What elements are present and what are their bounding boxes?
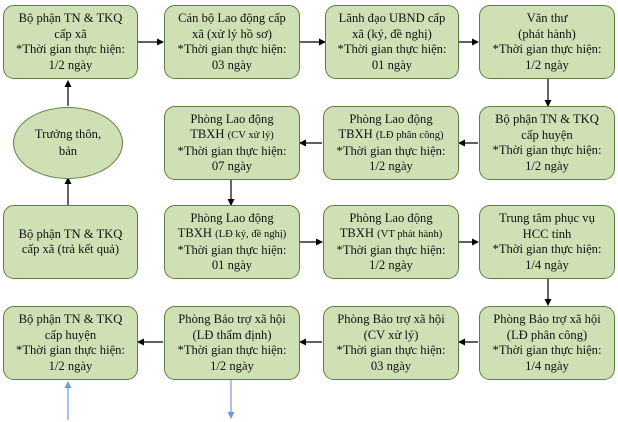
node-btxh-cv-xu-ly: Phòng Bảo trợ xã hội (CV xử lý) *Thời gi… [323, 306, 459, 380]
node-hcc-time-value: 1/4 ngày [525, 257, 569, 272]
node-ld-cv-title: Phòng Lao động [190, 111, 274, 126]
node-ld-cv-note: (CV xử lý) [227, 130, 274, 141]
node-tn-huyen-1-sub: cấp huyện [521, 127, 573, 142]
node-hcc-title: Trung tâm phục vụ [499, 211, 595, 225]
node-ld-vt-time-label: *Thời gian thực hiện: [336, 242, 446, 257]
node-btxh-cv-sub: (CV xử lý) [363, 327, 419, 342]
node-btxh-phan-cong: Phòng Bảo trợ xã hội (LĐ phân công) *Thờ… [479, 306, 615, 380]
node-tn-xa-tra-title: Bộ phận TN & TKQ [18, 226, 123, 241]
node-can-bo-lao-dong: Cán bộ Lao động cấp xã (xử lý hồ sơ) *Th… [164, 5, 300, 79]
node-ld-phan-cong: Phòng Lao động TBXH (LĐ phân công) *Thời… [323, 106, 459, 180]
node-lanh-dao-title: Lãnh đạo UBND cấp [338, 11, 446, 25]
node-ld-vt-note: (VT phát hành) [377, 229, 443, 240]
node-ld-ky-note: (LĐ ký, đề nghị) [215, 229, 287, 240]
node-van-thu: Văn thư (phát hành) *Thời gian thực hiện… [479, 5, 615, 79]
node-tn-huyen-1-time-value: 1/2 ngày [525, 158, 569, 173]
node-can-bo-time-label: *Thời gian thực hiện: [177, 42, 287, 56]
node-tn-huyen-1-time-label: *Thời gian thực hiện: [492, 143, 602, 157]
node-hcc-tinh: Trung tâm phục vụ HCC tỉnh *Thời gian th… [479, 205, 615, 279]
node-ld-cv-xu-ly: Phòng Lao động TBXH (CV xử lý) *Thời gia… [164, 106, 300, 180]
node-ld-pc-title2: TBXH [338, 127, 373, 141]
node-lanh-dao-time-value: 01 ngày [371, 57, 413, 72]
node-van-thu-title: Văn thư [526, 11, 568, 25]
node-tn-xa-tra-sub: cấp xã (trả kết quả) [21, 242, 120, 256]
node-van-thu-time-value: 1/2 ngày [525, 57, 569, 72]
node-lanh-dao-ubnd: Lãnh đạo UBND cấp xã (ký, đề nghị) *Thời… [325, 5, 459, 79]
node-ld-cv-time-label: *Thời gian thực hiện: [177, 143, 287, 158]
node-tn-huyen-1-title: Bộ phận TN & TKQ [495, 112, 599, 126]
node-can-bo-sub: xã (xử lý hồ sơ) [192, 26, 272, 41]
node-lanh-dao-time-label: *Thời gian thực hiện: [337, 42, 447, 56]
node-ld-vt-title: Phòng Lao động [349, 210, 433, 225]
node-btxh-cv-time-label: *Thời gian thực hiện: [336, 343, 446, 357]
node-ld-pc-note: (LĐ phân công) [375, 130, 444, 141]
node-can-bo-title: Cán bộ Lao động cấp [178, 11, 286, 25]
node-btxh-td-time-value: 1/2 ngày [210, 358, 254, 373]
node-can-bo-time-value: 03 ngày [211, 57, 253, 72]
node-lanh-dao-sub: xã (ký, đề nghị) [352, 26, 432, 41]
node-van-thu-time-label: *Thời gian thực hiện: [492, 42, 602, 56]
node-tn-huyen-1: Bộ phận TN & TKQ cấp huyện *Thời gian th… [479, 106, 615, 180]
node-btxh-pc-sub: (LĐ phân công) [506, 327, 588, 342]
node-truong-thon-line1: Trưởng thôn, [34, 127, 102, 141]
node-ld-cv-title2: TBXH [190, 127, 225, 141]
node-btxh-cv-title: Phòng Bảo trợ xã hội [337, 312, 445, 326]
node-truong-thon: Trưởng thôn, bản [13, 107, 123, 179]
node-tn-huyen-2: Bộ phận TN & TKQ cấp huyện *Thời gian th… [3, 306, 138, 380]
node-ld-ky-title2: TBXH [177, 226, 212, 240]
node-btxh-td-sub: (LĐ thẩm định) [192, 327, 272, 342]
node-btxh-td-title: Phòng Bảo trợ xã hội [178, 312, 286, 326]
node-tn-xa-tra-ket-qua: Bộ phận TN & TKQ cấp xã (trả kết quả) [3, 205, 138, 279]
node-ld-vt-phat-hanh: Phòng Lao động TBXH (VT phát hành) *Thời… [323, 205, 459, 279]
node-van-thu-sub: (phát hành) [518, 26, 576, 41]
node-tn-xa-sub: cấp xã [54, 26, 87, 41]
node-hcc-sub: HCC tỉnh [522, 226, 572, 241]
node-tn-huyen-2-time-value: 1/2 ngày [48, 358, 93, 373]
node-tn-xa-time-label: *Thời gian thực hiện: [16, 42, 125, 56]
node-btxh-pc-time-value: 1/4 ngày [525, 358, 569, 373]
node-ld-cv-time-value: 07 ngày [211, 159, 253, 173]
node-ld-pc-title: Phòng Lao động [349, 111, 433, 126]
node-btxh-tham-dinh: Phòng Bảo trợ xã hội (LĐ thẩm định) *Thờ… [164, 306, 300, 380]
node-btxh-cv-time-value: 03 ngày [370, 358, 412, 373]
node-ld-ky-de-nghi: Phòng Lao động TBXH (LĐ ký, đề nghị) *Th… [164, 205, 300, 279]
node-tn-xa-title: Bộ phận TN & TKQ [18, 11, 123, 25]
node-ld-vt-title2: TBXH [339, 226, 374, 240]
node-tn-huyen-2-time-label: *Thời gian thực hiện: [16, 343, 125, 357]
node-ld-pc-time-value: 1/2 ngày [369, 159, 413, 173]
node-btxh-td-time-label: *Thời gian thực hiện: [177, 343, 287, 357]
node-hcc-time-label: *Thời gian thực hiện: [492, 242, 602, 256]
node-tn-xa: Bộ phận TN & TKQ cấp xã *Thời gian thực … [3, 5, 138, 79]
node-ld-ky-title: Phòng Lao động [190, 210, 274, 225]
node-ld-ky-time-value: 01 ngày [211, 258, 253, 272]
node-tn-xa-time-value: 1/2 ngày [48, 57, 93, 72]
node-tn-huyen-2-title: Bộ phận TN & TKQ [18, 312, 123, 326]
node-ld-ky-time-label: *Thời gian thực hiện: [177, 242, 287, 257]
node-tn-huyen-2-sub: cấp huyện [44, 327, 97, 342]
node-ld-pc-time-label: *Thời gian thực hiện: [336, 143, 446, 158]
node-truong-thon-line2: bản [58, 144, 78, 158]
node-ld-vt-time-value: 1/2 ngày [369, 258, 413, 272]
node-btxh-pc-time-label: *Thời gian thực hiện: [492, 343, 602, 357]
node-btxh-pc-title: Phòng Bảo trợ xã hội [493, 312, 601, 326]
